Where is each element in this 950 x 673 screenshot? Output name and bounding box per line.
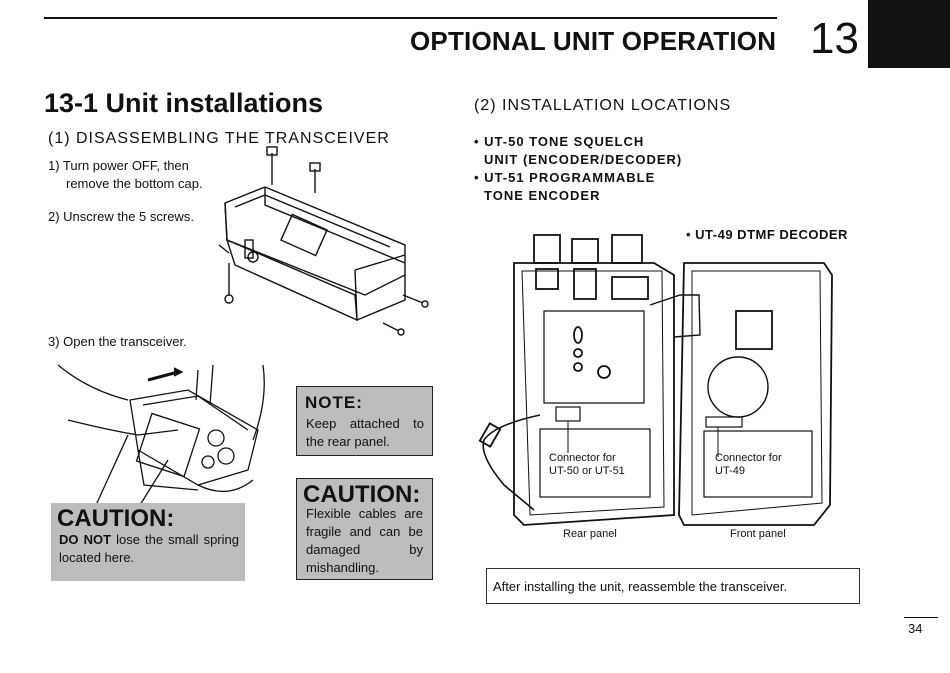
note-box: NOTE: Keep attached to the rear panel. [296,386,433,456]
step-2: 2) Unscrew the 5 screws. [48,209,194,224]
note-text: Keep attached to the rear panel. [306,416,424,449]
open-transceiver-illustration [57,364,265,506]
caution-cables-title: CAUTION: [303,481,421,508]
chapter-number: 13 [810,14,859,63]
reassemble-note-text: After installing the unit, reassemble th… [493,579,788,594]
caution-spring-emphasis: DO NOT [59,532,112,547]
caution-cables-box: CAUTION: Flexible cables are fragile and… [296,478,433,580]
unit-ut51-line-1: • UT-51 PROGRAMMABLE [474,170,656,185]
step-1-line-2: remove the bottom cap. [66,176,203,191]
caution-spring-box: CAUTION: DO NOT lose the small spring lo… [51,503,245,581]
unit-ut49: • UT-49 DTMF DECODER [686,227,848,242]
reassemble-note-box: After installing the unit, reassemble th… [486,568,860,604]
page-number-rule [904,617,938,618]
disassembling-heading: (1) DISASSEMBLING THE TRANSCEIVER [48,130,390,147]
front-panel-label: Front panel [730,528,786,540]
unit-ut50-line-1: • UT-50 TONE SQUELCH [474,134,645,149]
caution-spring-text: DO NOT lose the small spring located her… [59,531,239,567]
rear-panel-label: Rear panel [563,528,617,540]
locations-heading: (2) INSTALLATION LOCATIONS [474,97,732,114]
section-title: 13-1 Unit installations [44,88,324,118]
chapter-tab [868,0,950,68]
rear-connector-label-1: Connector for [549,452,616,464]
panels-diagram [478,234,833,526]
page-number: 34 [908,621,923,636]
caution-cables-text: Flexible cables are fragile and can be d… [306,506,423,575]
unit-ut51-line-2: TONE ENCODER [484,188,601,203]
caution-spring-body: lose the small spring located here. [59,532,239,565]
step-1-line-1: 1) Turn power OFF, then [48,158,189,173]
unit-ut50-line-2: UNIT (ENCODER/DECODER) [484,152,683,167]
step-3: 3) Open the transceiver. [48,334,187,349]
front-connector-label-1: Connector for [715,452,782,464]
transceiver-bottom-illustration [218,146,429,336]
rear-connector-label-2: UT-50 or UT-51 [549,465,625,477]
front-connector-label-2: UT-49 [715,465,745,477]
chapter-title: OPTIONAL UNIT OPERATION [410,26,777,56]
caution-spring-title: CAUTION: [57,505,175,532]
note-title: NOTE: [305,393,363,412]
header-rule [44,17,777,19]
